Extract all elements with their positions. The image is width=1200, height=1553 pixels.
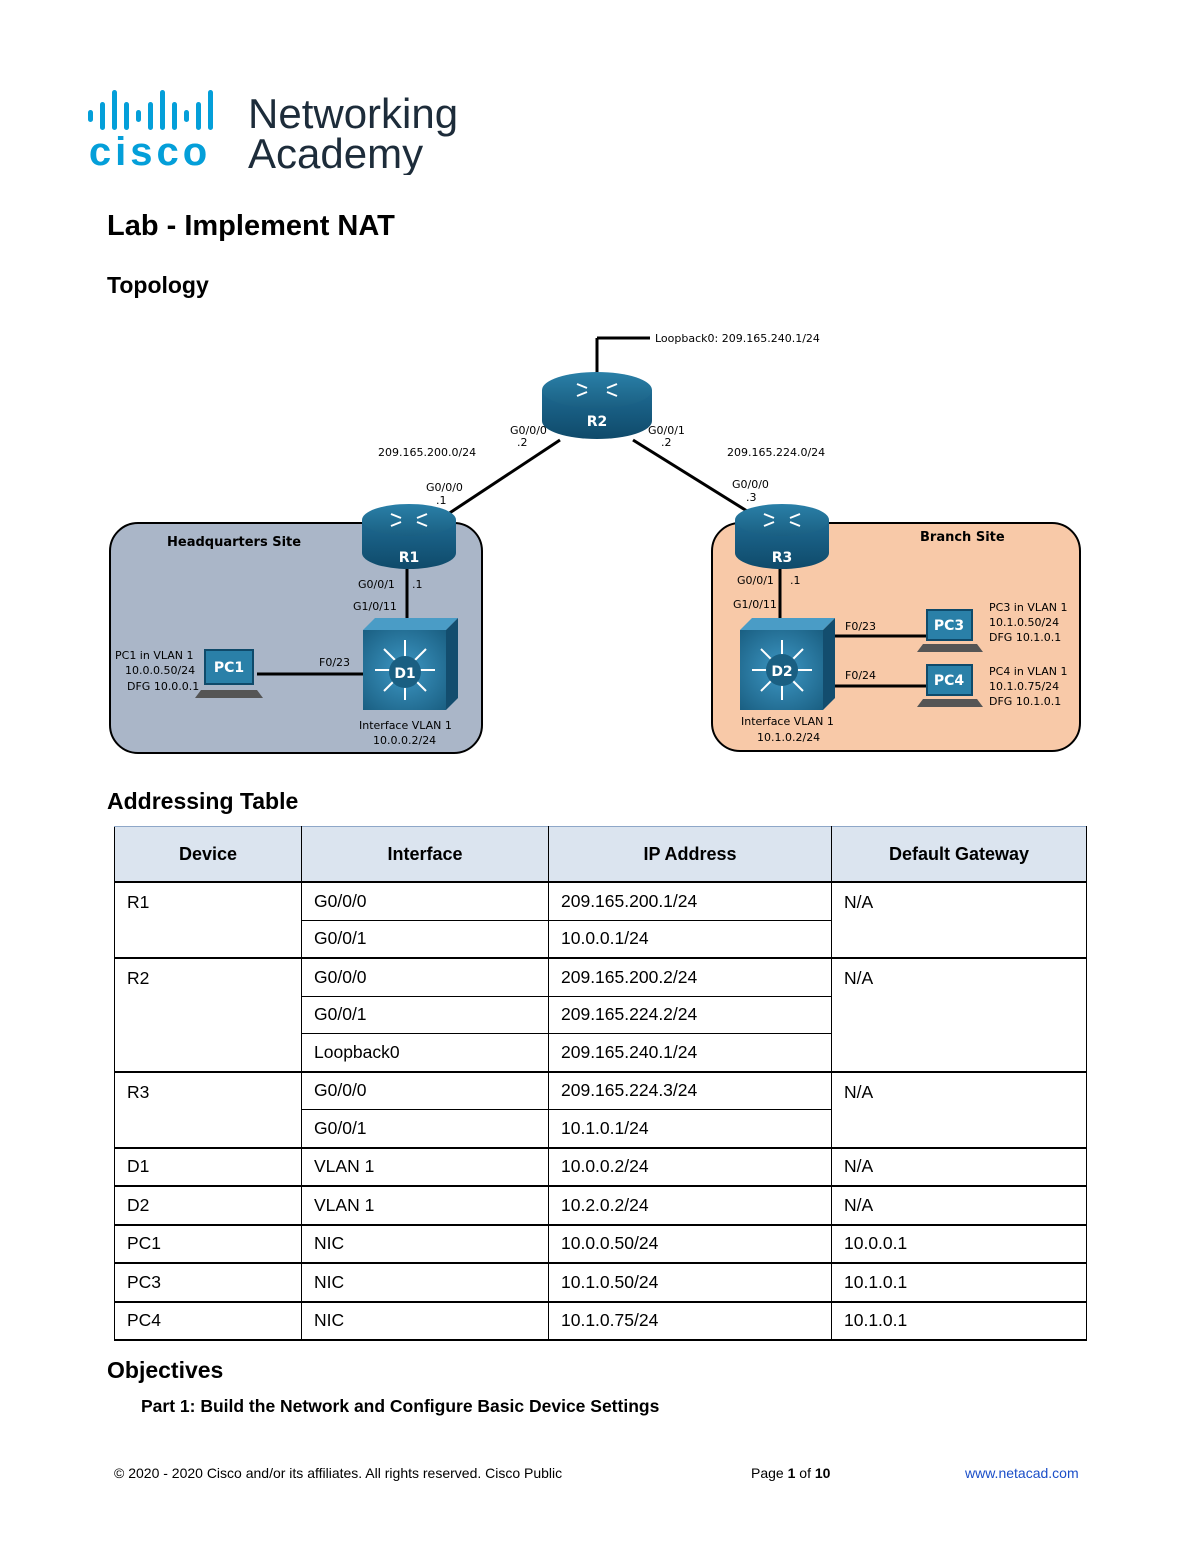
svg-text:.1: .1 [790,574,801,587]
router-r2-icon: R2 [542,372,652,439]
switch-d2-icon: D2 [740,618,835,710]
svg-text:F0/23: F0/23 [319,656,350,669]
router-r1-icon: R1 [362,504,456,569]
svg-text:10.0.0.2/24: 10.0.0.2/24 [373,734,436,747]
table-row: G0/0/1 10.0.0.1/24 [115,919,1087,959]
svg-text:D2: D2 [771,664,792,680]
cisco-logo-icon: cisco Networking Academy [88,90,458,175]
table-row: R3 G0/0/0 209.165.224.3/24 N/A [114,1071,1087,1149]
pc4-icon: PC4 [917,664,983,707]
header-interface: Interface [301,826,549,883]
switch-d1-icon: D1 [363,618,458,710]
svg-text:10.1.0.75/24: 10.1.0.75/24 [989,680,1059,693]
header-ip-address: IP Address [548,826,832,883]
table-row: R2 G0/0/0 209.165.200.2/24 N/A [114,957,1087,1073]
svg-text:.1: .1 [412,578,423,591]
table-row: PC1 NIC 10.0.0.50/24 10.0.0.1 [114,1224,1087,1264]
section-heading-topology: Topology [107,272,209,298]
svg-text:G0/0/1: G0/0/1 [648,424,685,437]
svg-text:Interface VLAN 1: Interface VLAN 1 [741,715,834,728]
svg-text:DFG 10.1.0.1: DFG 10.1.0.1 [989,695,1061,708]
svg-text:.3: .3 [746,491,757,504]
svg-text:.1: .1 [436,494,447,507]
table-row: D2 VLAN 1 10.2.0.2/24 N/A [114,1185,1087,1226]
svg-text:DFG 10.0.0.1: DFG 10.0.0.1 [127,680,199,693]
svg-text:G1/0/11: G1/0/11 [733,598,777,611]
svg-text:.2: .2 [661,436,672,449]
table-row: PC4 NIC 10.1.0.75/24 10.1.0.1 [114,1301,1087,1341]
cisco-networking-academy-logo: cisco Networking Academy [88,90,488,175]
cisco-wordmark: cisco [89,130,211,174]
net-left-label: 209.165.200.0/24 [378,446,476,459]
table-header-row: Device Interface IP Address Default Gate… [114,826,1087,883]
router-r3-icon: R3 [735,504,829,569]
addressing-table: Device Interface IP Address Default Gate… [114,826,1087,1341]
page-title: Lab - Implement NAT [107,210,395,242]
svg-text:10.0.0.50/24: 10.0.0.50/24 [125,664,195,677]
table-row: PC3 NIC 10.1.0.50/24 10.1.0.1 [114,1262,1087,1303]
svg-text:DFG 10.1.0.1: DFG 10.1.0.1 [989,631,1061,644]
svg-text:R3: R3 [772,550,793,566]
svg-text:10.1.0.50/24: 10.1.0.50/24 [989,616,1059,629]
header-default-gateway: Default Gateway [831,826,1087,883]
svg-text:Interface VLAN 1: Interface VLAN 1 [359,719,452,732]
svg-text:.2: .2 [517,436,528,449]
svg-text:G0/0/0: G0/0/0 [510,424,547,437]
net-right-label: 209.165.224.0/24 [727,446,825,459]
section-heading-addressing: Addressing Table [107,788,299,814]
svg-text:PC1 in VLAN 1: PC1 in VLAN 1 [115,649,194,662]
svg-text:F0/24: F0/24 [845,669,876,682]
table-row: D1 VLAN 1 10.0.0.2/24 N/A [114,1147,1087,1187]
svg-text:D1: D1 [394,666,415,682]
section-heading-objectives: Objectives [107,1357,224,1383]
svg-text:PC3 in VLAN 1: PC3 in VLAN 1 [989,601,1068,614]
svg-text:PC3: PC3 [934,618,964,634]
svg-text:PC1: PC1 [214,660,244,676]
objective-part-1: Part 1: Build the Network and Configure … [141,1396,660,1416]
svg-text:G0/0/1: G0/0/1 [358,578,395,591]
footer-website-link[interactable]: www.netacad.com [965,1465,1079,1481]
svg-text:PC4 in VLAN 1: PC4 in VLAN 1 [989,665,1068,678]
svg-text:G0/0/1: G0/0/1 [737,574,774,587]
header-device: Device [114,826,302,883]
footer-copyright: © 2020 - 2020 Cisco and/or its affiliate… [114,1465,563,1481]
svg-text:G0/0/0: G0/0/0 [426,481,463,494]
brand-line-1: Networking [248,90,458,137]
brand-line-2: Academy [248,130,423,175]
svg-text:G0/0/0: G0/0/0 [732,478,769,491]
pc3-icon: PC3 [917,609,983,652]
topology-diagram: R2 R1 R3 [105,318,1095,768]
table-row: R1 G0/0/0 209.165.200.1/24 N/A [114,881,1087,959]
svg-text:G1/0/11: G1/0/11 [353,600,397,613]
svg-text:R2: R2 [587,414,608,430]
table-row: G0/0/1 10.1.0.1/24 [115,1109,1087,1149]
headquarters-site-label: Headquarters Site [167,535,301,550]
svg-text:10.1.0.2/24: 10.1.0.2/24 [757,731,820,744]
pc1-icon: PC1 [195,649,263,698]
svg-text:PC4: PC4 [934,673,965,689]
table-row: Loopback0 209.165.240.1/24 [115,1033,1087,1073]
loopback-label: Loopback0: 209.165.240.1/24 [655,332,820,345]
branch-site-label: Branch Site [920,530,1005,545]
svg-text:R1: R1 [399,550,420,566]
footer-page-number: Page 1 of 10 [751,1465,831,1481]
svg-text:F0/23: F0/23 [845,620,876,633]
